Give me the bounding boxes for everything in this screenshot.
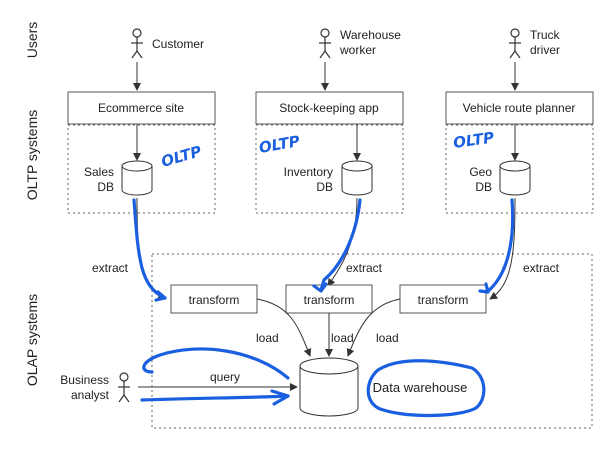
highlight-stroke-geo <box>485 198 515 294</box>
extract-arrow-geo <box>489 197 516 300</box>
sales-db-label-line1: Sales <box>84 165 114 179</box>
data-warehouse: Data warehouse <box>299 357 468 417</box>
customer-actor: Customer <box>131 28 204 59</box>
extract-label-inventory: extract <box>346 261 383 275</box>
truck-driver-label-line1: Truck <box>530 28 561 42</box>
olap-group <box>151 253 593 429</box>
data-warehouse-label: Data warehouse <box>373 380 468 395</box>
oltp-annotation-sales: OLTP <box>159 142 203 171</box>
highlight-warehouse-circle <box>366 359 486 418</box>
truck-driver-actor: Truck driver <box>509 28 561 59</box>
inventory-db-label-line2: DB <box>316 180 333 194</box>
database-icon <box>499 160 531 196</box>
highlight-query-line <box>140 394 290 402</box>
highlight-stroke-sales <box>132 198 167 300</box>
warehouse-worker-label-line2: worker <box>339 43 376 57</box>
geo-db-label-line2: DB <box>475 180 492 194</box>
load-arrow-1 <box>256 298 312 357</box>
highlight-arrowhead-inventory <box>312 282 328 293</box>
inventory-db-label-line1: Inventory <box>284 165 333 179</box>
transform-label-3: transform <box>418 293 469 307</box>
database-icon <box>121 160 153 196</box>
warehouse-worker-label-line1: Warehouse <box>340 28 401 42</box>
extract-label-sales: extract <box>92 261 129 275</box>
warehouse-worker-actor: Warehouse worker <box>319 28 401 59</box>
tier-label-users: Users <box>24 22 40 59</box>
load-label-2: load <box>331 331 354 345</box>
load-label-1: load <box>256 331 279 345</box>
load-arrow-3 <box>346 298 401 357</box>
oltp-group-inventory <box>255 124 404 214</box>
extract-label-geo: extract <box>523 261 560 275</box>
stock-box <box>255 91 404 125</box>
tier-label-olap: OLAP systems <box>24 294 40 386</box>
transform-box-2 <box>285 284 373 314</box>
person-icon <box>319 28 331 59</box>
highlight-query-curve <box>142 347 290 380</box>
person-icon <box>131 28 143 59</box>
business-analyst-label-line1: Business <box>60 373 109 387</box>
business-analyst-label-line2: analyst <box>71 388 110 402</box>
route-box <box>445 91 594 125</box>
oltp-annotation-inventory: OLTP <box>258 132 302 157</box>
oltp-group-sales <box>67 124 216 214</box>
tier-label-oltp: OLTP systems <box>24 110 40 201</box>
person-icon <box>509 28 521 59</box>
highlight-query-arrowhead <box>270 389 290 406</box>
oltp-group-geo <box>445 124 594 214</box>
ecommerce-label: Ecommerce site <box>98 101 184 115</box>
geo-db: Geo DB <box>469 160 531 196</box>
inventory-db: Inventory DB <box>284 160 373 196</box>
stock-label: Stock-keeping app <box>279 101 379 115</box>
sales-db: Sales DB <box>84 160 153 196</box>
database-icon <box>299 357 359 417</box>
person-icon <box>118 372 130 403</box>
geo-db-label-line1: Geo <box>469 165 492 179</box>
database-icon <box>341 160 373 196</box>
transform-label-1: transform <box>189 293 240 307</box>
oltp-annotation-geo: OLTP <box>452 128 495 152</box>
highlight-stroke-inventory <box>319 198 362 292</box>
ecommerce-box <box>67 91 216 125</box>
extract-arrow-inventory <box>327 197 358 287</box>
sales-db-label-line2: DB <box>97 180 114 194</box>
business-analyst-actor: Business analyst <box>60 372 130 403</box>
query-label: query <box>210 370 240 384</box>
transform-box-3 <box>399 284 487 314</box>
customer-label: Customer <box>152 37 204 51</box>
load-label-3: load <box>376 331 399 345</box>
highlight-arrowhead-sales <box>154 290 167 302</box>
route-label: Vehicle route planner <box>463 101 576 115</box>
highlight-arrowhead-geo <box>478 282 490 294</box>
extract-arrow-sales <box>136 197 166 300</box>
transform-label-2: transform <box>304 293 355 307</box>
truck-driver-label-line2: driver <box>530 43 560 57</box>
